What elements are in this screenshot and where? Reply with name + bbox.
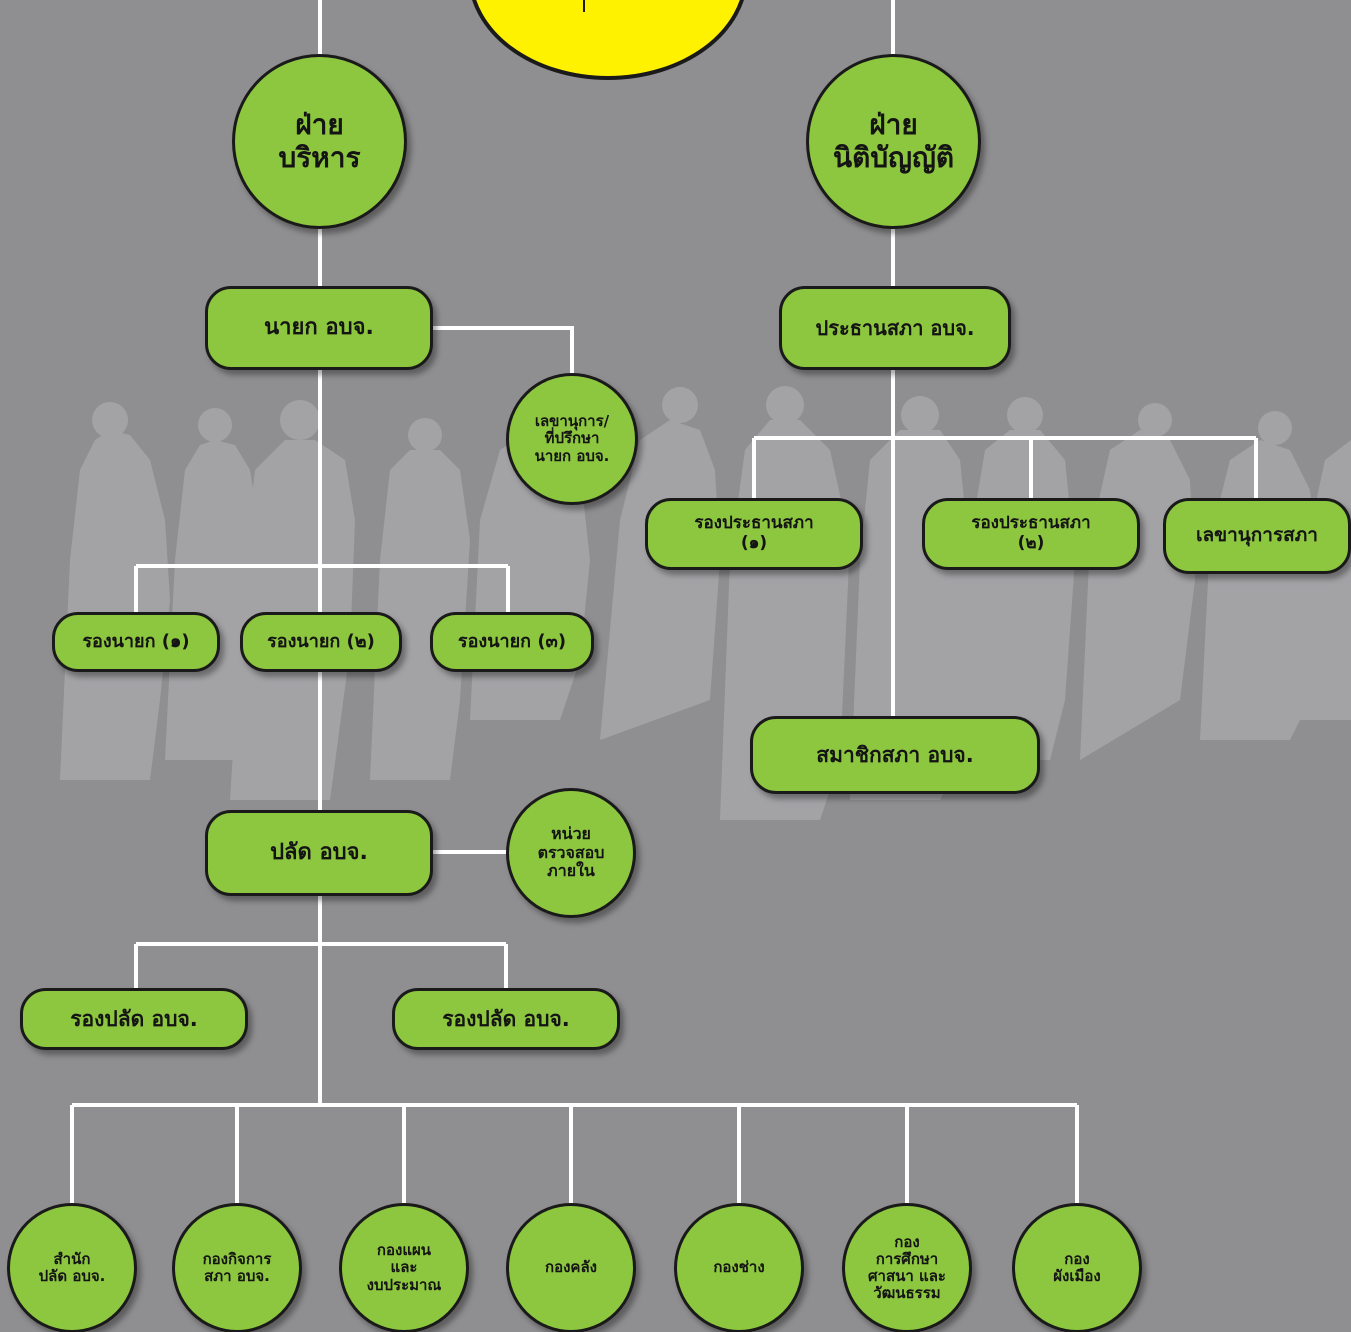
- executive-branch-node: ฝ่าย บริหาร: [232, 54, 407, 229]
- permanent-secretary-node: ปลัด อบจ.: [205, 810, 433, 896]
- division-town-planning-node: กอง ผังเมือง: [1012, 1203, 1142, 1332]
- division-engineering-node: กองช่าง: [674, 1203, 804, 1332]
- division-finance-node: กองคลัง: [506, 1203, 636, 1332]
- division-council-affairs-node: กองกิจการ สภา อบจ.: [172, 1203, 302, 1332]
- mayor-secretary-node: เลขานุการ/ ที่ปรึกษา นายก อบจ.: [506, 373, 638, 505]
- deputy-secretary-1-node: รองปลัด อบจ.: [20, 988, 248, 1050]
- vice-chairman-1-node: รองประธานสภา (๑): [645, 498, 863, 570]
- deputy-mayor-1-node: รองนายก (๑): [52, 612, 220, 672]
- deputy-mayor-3-node: รองนายก (๓): [430, 612, 594, 672]
- top-node-mark: [583, 0, 585, 12]
- division-education-node: กอง การศึกษา ศาสนา และ วัฒนธรรม: [842, 1203, 972, 1332]
- division-office-node: สำนัก ปลัด อบจ.: [7, 1203, 137, 1332]
- legislative-branch-node: ฝ่าย นิติบัญญัติ: [806, 54, 981, 229]
- deputy-secretary-2-node: รองปลัด อบจ.: [392, 988, 620, 1050]
- mayor-node: นายก อบจ.: [205, 286, 433, 370]
- deputy-mayor-2-node: รองนายก (๒): [240, 612, 402, 672]
- council-secretary-node: เลขานุการสภา: [1163, 498, 1351, 574]
- internal-audit-node: หน่วย ตรวจสอบ ภายใน: [506, 788, 636, 918]
- council-members-node: สมาชิกสภา อบจ.: [750, 716, 1040, 794]
- council-chairman-node: ประธานสภา อบจ.: [779, 286, 1011, 370]
- division-plan-budget-node: กองแผน และ งบประมาณ: [339, 1203, 469, 1332]
- vice-chairman-2-node: รองประธานสภา (๒): [922, 498, 1140, 570]
